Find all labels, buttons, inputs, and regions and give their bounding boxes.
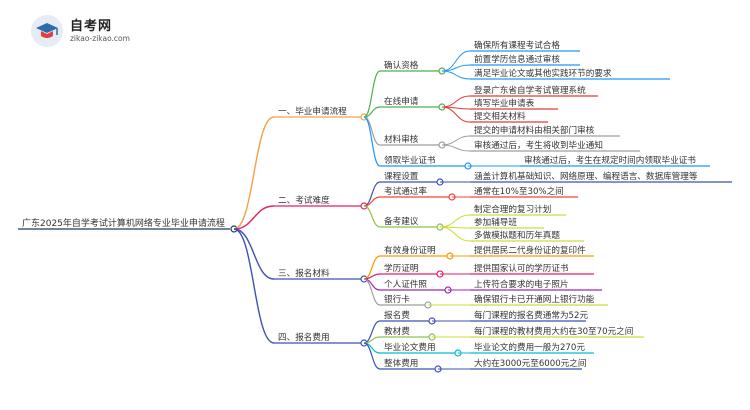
connector-line	[233, 228, 275, 280]
connector-line	[233, 205, 275, 230]
branch-node[interactable]: 三、报名材料	[278, 267, 330, 279]
leaf-node[interactable]: 提交相关材料	[474, 110, 526, 122]
topic-node[interactable]: 个人证件照	[384, 278, 427, 290]
site-logo[interactable]: 自考网 zikao-zikao.com	[30, 12, 180, 52]
leaf-node[interactable]: 涵盖计算机基础知识、网络原理、编程语言、数据库管理等	[474, 170, 698, 182]
leaf-node[interactable]: 确保银行卡已开通网上银行功能	[474, 293, 595, 305]
topic-node[interactable]: 考试通过率	[384, 185, 427, 197]
connector-line	[363, 255, 381, 280]
connector-line	[363, 116, 381, 167]
topic-node[interactable]: 整体费用	[384, 357, 418, 369]
leaf-node[interactable]: 提供居民二代身份证的复印件	[474, 244, 586, 256]
leaf-node[interactable]: 提供国家认可的学历证书	[474, 262, 569, 274]
topic-node[interactable]: 有效身份证明	[384, 244, 436, 256]
connector-line	[233, 116, 275, 230]
logo-url: zikao-zikao.com	[70, 34, 130, 43]
connector-line	[363, 205, 381, 228]
root-node[interactable]: 广东2025年自学考试计算机网络专业毕业申请流程	[22, 217, 225, 229]
connector-line	[363, 278, 381, 306]
logo-title: 自考网	[70, 19, 113, 34]
connector-line	[439, 226, 471, 242]
connector-line	[363, 106, 381, 118]
leaf-node[interactable]: 大约在3000元至6000元之间	[474, 357, 587, 369]
leaf-node[interactable]: 审核通过后，考生将收到毕业通知	[474, 139, 603, 151]
leaf-node[interactable]: 填写毕业申请表	[474, 97, 535, 109]
branch-node[interactable]: 四、报名费用	[278, 331, 330, 343]
leaf-node[interactable]: 上传符合要求的电子照片	[474, 278, 569, 290]
topic-node[interactable]: 学历证明	[384, 262, 418, 274]
topic-node[interactable]: 报名费	[384, 309, 410, 321]
leaf-node[interactable]: 制定合理的复习计划	[474, 203, 551, 215]
topic-node[interactable]: 在线申请	[384, 95, 419, 107]
leaf-node[interactable]: 多做模拟题和历年真题	[474, 229, 560, 241]
leaf-node[interactable]: 满足毕业论文或其他实践环节的要求	[474, 67, 612, 79]
topic-node[interactable]: 课程设置	[384, 171, 419, 182]
connector-line	[363, 181, 381, 207]
topic-node[interactable]: 领取毕业证书	[384, 154, 436, 166]
connector-line	[363, 342, 381, 370]
leaf-node[interactable]: 提交的申请材料由相关部门审核	[474, 124, 595, 136]
leaf-node[interactable]: 登录广东省自学考试管理系统	[474, 84, 586, 96]
topic-node[interactable]: 备考建议	[384, 215, 419, 227]
leaf-node[interactable]: 前置学历信息通过审核	[474, 53, 560, 65]
connector-line	[363, 70, 381, 118]
topic-node[interactable]: 银行卡	[384, 293, 410, 305]
connector-line	[441, 95, 471, 108]
leaf-node[interactable]: 参加辅导班	[474, 216, 517, 228]
graduation-cap-icon	[31, 15, 63, 47]
branch-node[interactable]: 二、考试难度	[278, 194, 330, 206]
topic-node[interactable]: 教材费	[384, 325, 410, 337]
connector-line	[441, 144, 471, 152]
connector-line	[441, 135, 471, 146]
connector-line	[233, 228, 275, 344]
leaf-node[interactable]: 每门课程的报名费通常为52元	[474, 309, 588, 321]
connector-line	[441, 106, 471, 123]
leaf-node[interactable]: 通常在10%至30%之间	[474, 185, 564, 197]
topic-node[interactable]: 材料审核	[384, 133, 419, 145]
leaf-node[interactable]: 确保所有课程考试合格	[474, 39, 560, 51]
leaf-node[interactable]: 审核通过后，考生在规定时间内领取毕业证书	[524, 154, 696, 166]
connector-line	[441, 70, 471, 80]
topic-node[interactable]: 毕业论文费用	[384, 341, 436, 353]
connector-line	[439, 214, 471, 228]
leaf-node[interactable]: 毕业论文的费用一般为270元	[474, 341, 585, 353]
leaf-node[interactable]: 每门课程的教材费用大约在30至70元之间	[474, 325, 633, 337]
topic-node[interactable]: 确认资格	[384, 59, 419, 71]
branch-node[interactable]: 一、毕业申请流程	[278, 105, 347, 117]
